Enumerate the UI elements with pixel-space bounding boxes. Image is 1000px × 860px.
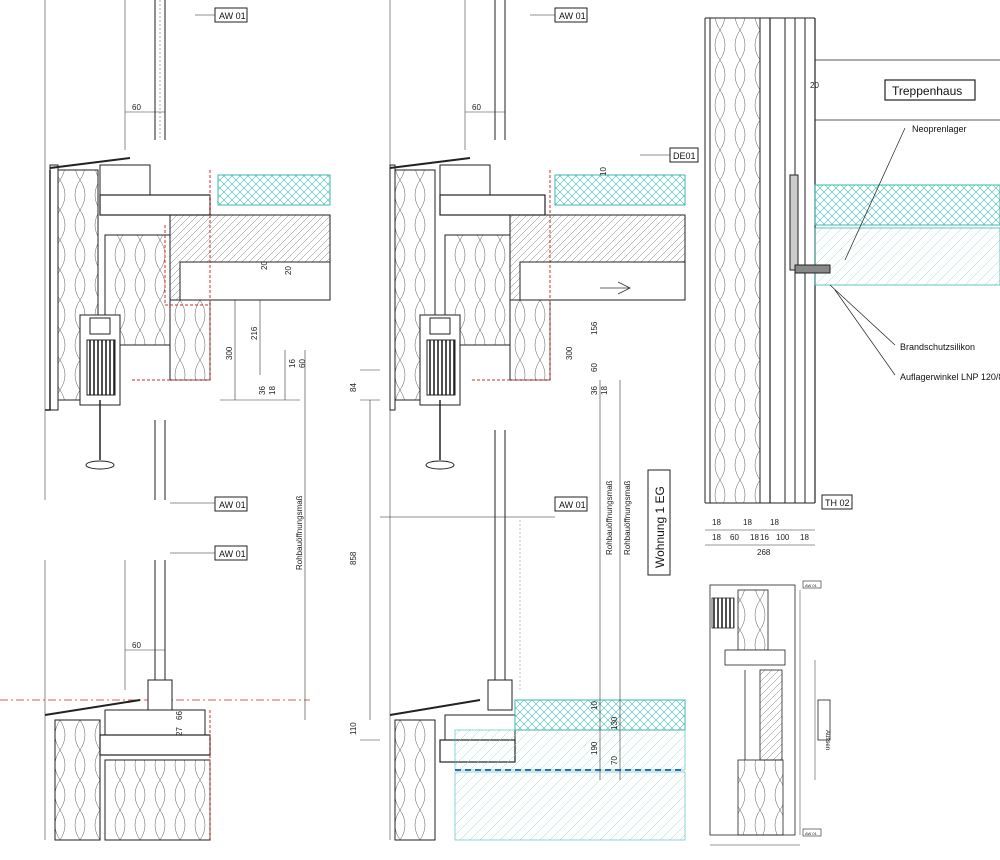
dim-18-c: 18	[712, 518, 721, 527]
label-rohbau-1: Rohbauöffnungsmaß	[295, 495, 304, 570]
dim-16-b: 16	[760, 533, 769, 542]
dim-66: 66	[175, 711, 184, 720]
dim-36-a: 36	[258, 386, 267, 395]
tag-aw01-6: AW 01	[805, 583, 818, 588]
dim-60-c: 60	[132, 641, 141, 650]
dim-18-b: 18	[600, 386, 609, 395]
dim-18-h: 18	[800, 533, 809, 542]
tag-aw01-3: AW 01	[219, 549, 246, 559]
dim-110: 110	[349, 722, 358, 735]
dim-18-f: 18	[712, 533, 721, 542]
dim-20-a: 20	[260, 261, 269, 270]
dim-10-a: 10	[599, 167, 608, 176]
dim-156: 156	[590, 321, 599, 335]
tag-th02: TH 02	[825, 498, 850, 508]
dim-20-b: 20	[284, 266, 293, 275]
dim-70: 70	[610, 756, 619, 765]
detail-left-bottom: 60 66 27 AW 01 Rohbauöffnungsmaß	[0, 350, 310, 841]
dim-300-b: 300	[565, 346, 574, 360]
dim-84: 84	[349, 383, 358, 392]
dim-300-a: 300	[225, 346, 234, 360]
detail-right-top: Treppenhaus Neoprenlager Brandschutzsili…	[704, 17, 1000, 557]
tag-aw01-4: AW 01	[559, 11, 586, 21]
dim-18-g: 18	[750, 533, 759, 542]
dim-858: 858	[349, 551, 358, 565]
label-aussen: Aussen	[824, 730, 830, 750]
label-rohbau-2: Rohbauöffnungsmaß	[605, 480, 614, 555]
detail-middle: 60 300 156 60 36 18 10 84 858 110 10 130…	[349, 0, 699, 841]
dim-18-a: 18	[268, 386, 277, 395]
label-treppenhaus: Treppenhaus	[892, 84, 962, 98]
detail-right-bottom: Aussen AW 01 AW 01	[709, 580, 831, 846]
tag-aw01-5: AW 01	[559, 500, 586, 510]
dim-60-e: 60	[590, 363, 599, 372]
dim-18-d: 18	[743, 518, 752, 527]
dim-216: 216	[250, 326, 259, 340]
tag-aw01-2: AW 01	[219, 500, 246, 510]
dim-268: 268	[757, 548, 771, 557]
tag-aw01-7: AW 01	[805, 831, 818, 836]
label-brandschutzsilikon: Brandschutzsilikon	[900, 342, 975, 352]
tag-de01: DE01	[673, 151, 696, 161]
dim-190: 190	[590, 741, 599, 755]
label-wohnung: Wohnung 1 EG	[653, 486, 667, 568]
dim-27: 27	[175, 727, 184, 736]
dim-16: 16	[288, 359, 297, 368]
label-rohbau-3: Rohbauöffnungsmaß	[623, 480, 632, 555]
label-neoprenlager: Neoprenlager	[912, 124, 967, 134]
tag-aw01-1: AW 01	[219, 11, 246, 21]
dim-60-f: 60	[730, 533, 739, 542]
dim-10-b: 10	[590, 701, 599, 710]
detail-left-top: 300 216 36 18 16 60 20 20 60 AW 01 AW 01	[44, 0, 331, 512]
dim-60-b: 60	[298, 359, 307, 368]
dim-60-a: 60	[132, 103, 141, 112]
dim-20-c: 20	[810, 81, 819, 90]
dim-100: 100	[776, 533, 790, 542]
label-auflagerwinkel: Auflagerwinkel LNP 120/8	[900, 372, 1000, 382]
dim-18-e: 18	[770, 518, 779, 527]
dim-60-d: 60	[472, 103, 481, 112]
dim-130: 130	[610, 716, 619, 730]
dim-36-b: 36	[590, 386, 599, 395]
